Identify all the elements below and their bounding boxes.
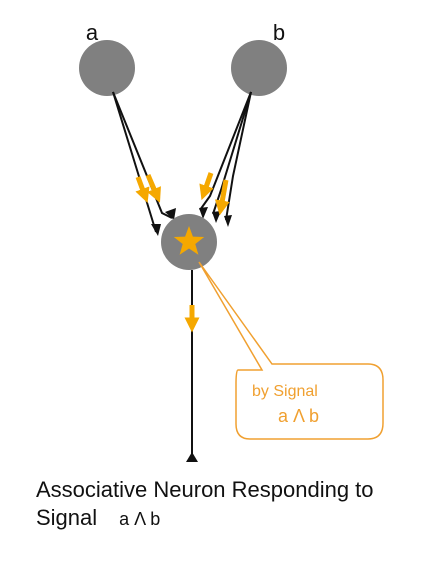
star-icon	[173, 226, 205, 255]
neuron-a-label: a	[86, 20, 99, 45]
callout-line-2: a Λ b	[278, 406, 319, 426]
caption-line-1: Associative Neuron Responding to	[36, 477, 374, 502]
synapse-terminal	[212, 211, 221, 223]
neuron-b	[231, 40, 287, 96]
caption: Associative Neuron Responding to Signal a…	[36, 476, 436, 533]
neuron-b-label: b	[273, 20, 285, 45]
synapse-terminal	[224, 215, 232, 227]
callout-line-1: by Signal	[252, 383, 318, 400]
signal-arrow-a-1	[135, 176, 150, 204]
callout-box	[198, 261, 384, 440]
axon-a-2	[112, 91, 157, 233]
synapse-terminal	[199, 207, 208, 219]
signal-arrow-b-2	[214, 179, 230, 216]
signal-arrow-b-1	[199, 172, 214, 201]
axon-b-3	[225, 91, 252, 221]
output-terminal	[186, 452, 198, 462]
axon-a-1	[112, 91, 173, 219]
caption-line-2: Signal a Λ b	[36, 504, 436, 533]
axon-b-2	[212, 91, 252, 215]
signal-arrow-a-2	[145, 174, 161, 203]
synapse-terminal	[165, 208, 176, 220]
caption-expression: a Λ b	[119, 509, 161, 529]
synapse-terminal	[151, 224, 161, 236]
caption-signal: Signal	[36, 505, 98, 530]
neuron-a	[79, 40, 135, 96]
